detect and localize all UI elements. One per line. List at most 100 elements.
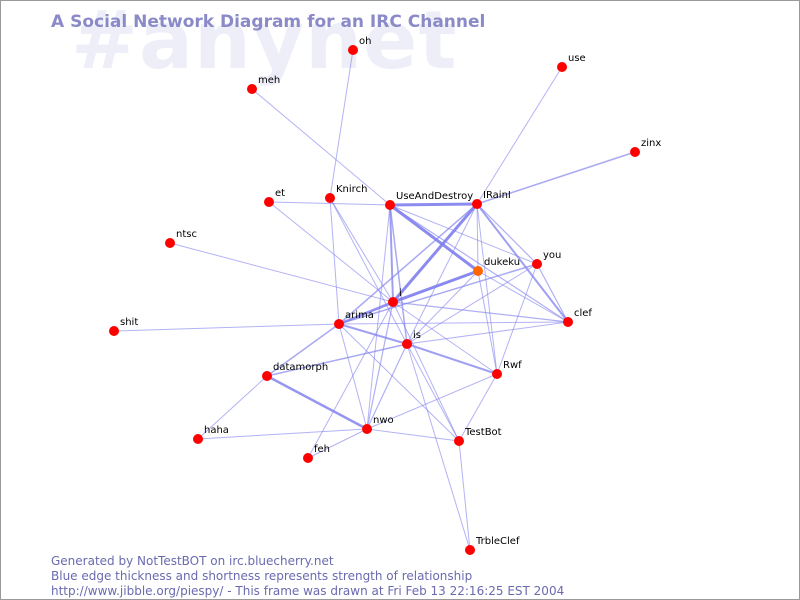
node-label-i: i [399,288,402,299]
node-dot-testbot[interactable] [454,436,464,446]
node-you[interactable]: you [532,250,561,269]
footer-legend: Blue edge thickness and shortness repres… [51,569,473,583]
node-label-haha: haha [204,425,229,436]
node-label-nwo: nwo [373,415,394,426]
edge-useanddestroy-nwo [366,204,391,430]
edge-is-testbot [406,343,460,442]
diagram-title: A Social Network Diagram for an IRC Chan… [51,12,486,32]
node-label-datamorph: datamorph [273,362,328,373]
node-oh[interactable]: oh [348,36,371,55]
edge-i-clef [392,301,569,323]
edge-knirch-oh [329,49,354,199]
node-dot-zinx[interactable] [630,147,640,157]
edge-is-rwf [406,343,498,375]
node-label-oh: oh [359,36,371,47]
node-dot-arima[interactable] [334,319,344,329]
node-dot-haha[interactable] [193,434,203,444]
edge-you-clef [536,263,569,323]
edge-rwf-nwo [366,373,498,430]
node-dot-et[interactable] [264,197,274,207]
edge-arima-dukeku [338,270,479,325]
node-dot-knirch[interactable] [325,193,335,203]
edge-arima-testbot [338,323,460,442]
node-dot-feh[interactable] [303,453,313,463]
node-rwf[interactable]: Rwf [492,360,522,379]
node-irainl[interactable]: IRainI [472,190,511,209]
node-dot-oh[interactable] [348,45,358,55]
node-dot-irainl[interactable] [472,199,482,209]
edge-nwo-testbot [366,428,460,442]
edge-irainl-dukeku [476,203,479,272]
node-label-et: et [275,188,285,199]
node-dot-you[interactable] [532,259,542,269]
edge-irainl-zinx [476,151,636,205]
node-dot-shit[interactable] [109,326,119,336]
edge-useanddestroy-dukeku [388,203,480,273]
edge-useanddestroy-you [389,204,538,265]
edge-arima-datamorph [266,323,340,377]
edge-nwo-feh [307,428,368,459]
node-label-arima: arima [345,310,374,321]
edge-rwf-testbot [458,373,498,442]
edge-datamorph-haha [197,375,268,440]
edge-nwo-haha [197,428,368,440]
node-label-rwf: Rwf [503,360,522,371]
edge-arima-clef [338,321,569,325]
edge-dukeku-clef [477,270,569,323]
node-clef[interactable]: clef [563,308,592,327]
node-feh[interactable]: feh [303,444,330,463]
node-ntsc[interactable]: ntsc [165,229,197,248]
node-dot-ntsc[interactable] [165,238,175,248]
node-dot-rwf[interactable] [492,369,502,379]
node-is[interactable]: is [402,330,421,349]
edge-is-dukeku [406,270,479,345]
node-dot-is[interactable] [402,339,412,349]
node-dot-clef[interactable] [563,317,573,327]
edge-useanddestroy-i [389,204,394,303]
edge-i-rwf [392,301,498,375]
node-haha[interactable]: haha [193,425,229,444]
edge-i-nwo [366,301,394,430]
edge-you-arima [338,263,538,325]
node-label-useanddestroy: UseAndDestroy [396,191,473,202]
node-dot-nwo[interactable] [362,424,372,434]
edge-is-irainl [406,203,478,345]
edge-you-rwf [496,263,538,375]
node-meh[interactable]: meh [247,75,280,94]
node-dot-trbleclef[interactable] [465,545,475,555]
footer-url-timestamp: http://www.jibble.org/piespy/ - This fra… [51,584,565,598]
footer-generated-by: Generated by NotTestBOT on irc.bluecherr… [51,554,334,568]
edge-layer [113,49,636,551]
edge-i-feh [307,301,394,459]
node-dot-useanddestroy[interactable] [385,200,395,210]
node-use[interactable]: use [557,53,586,72]
node-testbot[interactable]: TestBot [454,427,502,446]
node-dot-datamorph[interactable] [262,371,272,381]
edge-i-et [268,201,394,303]
node-dot-use[interactable] [557,62,567,72]
node-et[interactable]: et [264,188,285,207]
node-dot-meh[interactable] [247,84,257,94]
edge-knirch-arima [329,197,340,325]
node-i[interactable]: i [388,288,402,307]
node-arima[interactable]: arima [334,310,374,329]
node-datamorph[interactable]: datamorph [262,362,328,381]
node-useanddestroy[interactable]: UseAndDestroy [385,191,473,210]
edge-arima-is [338,323,408,345]
edge-testbot-trbleclef [458,440,471,551]
edge-is-clef [406,321,569,345]
node-knirch[interactable]: Knirch [325,184,367,203]
edge-is-nwo [366,343,408,430]
node-zinx[interactable]: zinx [630,138,661,157]
node-dukeku[interactable]: dukeku [473,257,520,276]
node-dot-dukeku[interactable] [473,266,483,276]
edge-is-trbleclef [406,343,471,551]
node-label-shit: shit [120,317,138,328]
node-shit[interactable]: shit [109,317,138,336]
node-trbleclef[interactable]: TrbleClef [465,536,520,555]
node-dot-i[interactable] [388,297,398,307]
edge-useanddestroy-is [389,204,408,345]
edge-irainl-use [476,66,563,205]
node-nwo[interactable]: nwo [362,415,394,434]
